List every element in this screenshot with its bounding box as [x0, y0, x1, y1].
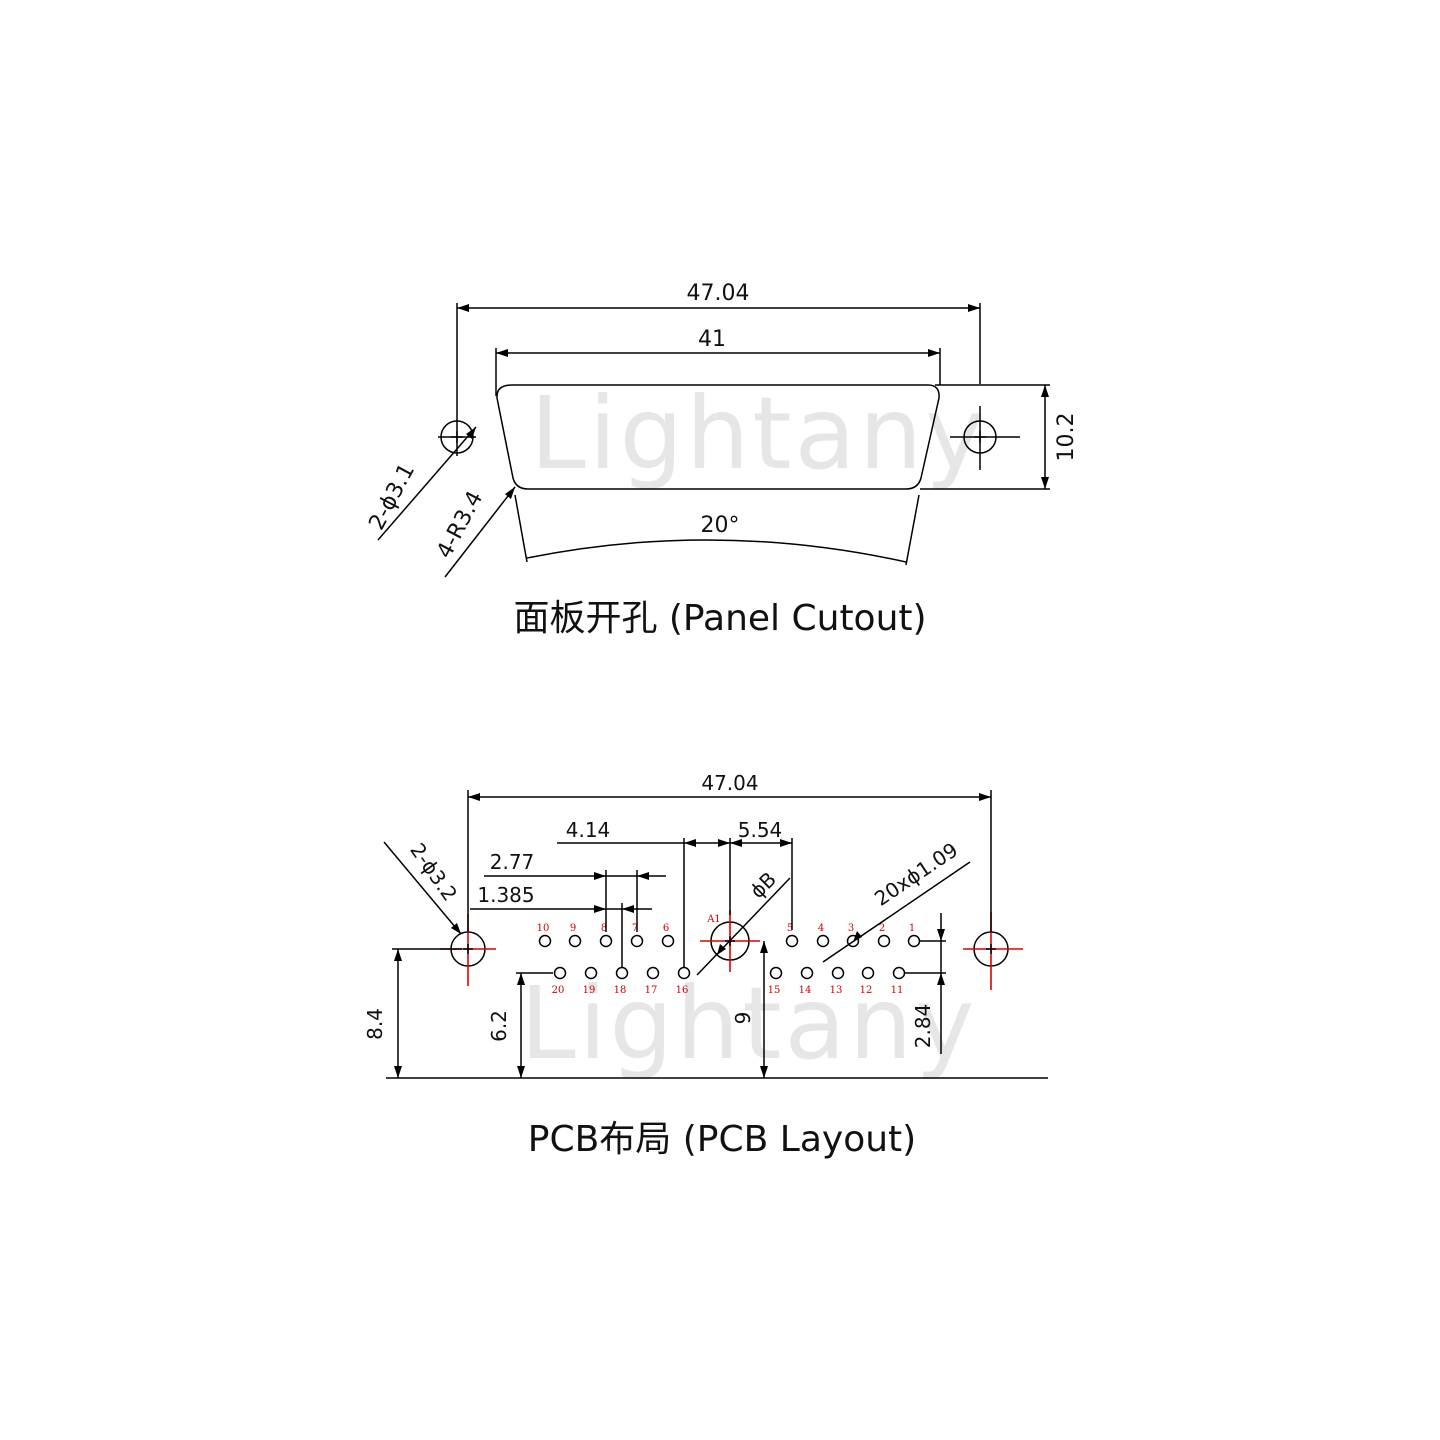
panel-overall-width-dim: 47.04 — [687, 281, 750, 306]
pin-hole-20 — [553, 966, 567, 980]
pin-hole-8 — [599, 934, 613, 948]
pin-hole-12 — [861, 966, 875, 980]
right-mounting-hole — [950, 406, 1020, 470]
pin-label-4: 4 — [818, 923, 824, 934]
pin-label-20: 20 — [552, 985, 565, 996]
pin-hole-10 — [538, 934, 552, 948]
pin-hole-5 — [785, 934, 799, 948]
pcb-dim-2-84: 2.84 — [911, 1004, 935, 1049]
d-sub-cutout-outline — [496, 384, 940, 490]
pin-hole-15 — [769, 966, 783, 980]
pin-label-8: 8 — [601, 923, 607, 934]
pcb-pins-note: 20xϕ1.09 — [870, 838, 962, 911]
panel-height-dim: 10.2 — [1054, 413, 1079, 462]
pin-hole-19 — [584, 966, 598, 980]
pin-label-13: 13 — [830, 985, 843, 996]
pcb-dim-9: 9 — [731, 1012, 755, 1025]
pin-label-10: 10 — [537, 923, 550, 934]
pcb-holes-note: 2-ϕ3.2 — [405, 838, 462, 905]
pin-label-1: 1 — [909, 923, 915, 934]
panel-holes-note: 2-ϕ3.1 — [364, 460, 420, 535]
pin-label-11: 11 — [891, 985, 904, 996]
pcb-dim-1-385: 1.385 — [477, 883, 534, 907]
bottom-pin-row: 20 19 18 17 16 15 14 13 12 11 — [552, 966, 906, 996]
top-pin-row: 10 9 8 7 6 5 4 3 2 1 — [537, 923, 921, 948]
pin-hole-9 — [568, 934, 582, 948]
panel-angle-dim: 20° — [701, 513, 740, 538]
pin-hole-4 — [816, 934, 830, 948]
pin-label-14: 14 — [799, 985, 812, 996]
pin-label-5: 5 — [787, 923, 793, 934]
panel-caption: 面板开孔 (Panel Cutout) — [513, 598, 926, 639]
pin-label-16: 16 — [676, 985, 689, 996]
pcb-overall-width-dim: 47.04 — [701, 771, 758, 795]
watermark-panel: Lightany — [530, 375, 987, 492]
pcb-caption: PCB布局 (PCB Layout) — [528, 1119, 916, 1160]
pcb-dim-4-14: 4.14 — [566, 818, 611, 842]
panel-radius-note: 4-R3.4 — [432, 487, 488, 563]
pin-label-a1: A1 — [706, 914, 721, 925]
pcb-dim-8-4: 8.4 — [363, 1008, 387, 1040]
pin-hole-1 — [907, 934, 921, 948]
pin-label-15: 15 — [768, 985, 781, 996]
pin-label-19: 19 — [583, 985, 596, 996]
pin-hole-7 — [630, 934, 644, 948]
pcb-dim-5-54: 5.54 — [738, 818, 783, 842]
panel-shell-width-dim: 41 — [698, 327, 726, 352]
pin-label-18: 18 — [614, 985, 627, 996]
pin-label-12: 12 — [860, 985, 873, 996]
pin-label-17: 17 — [645, 985, 658, 996]
watermark-pcb: Lightany — [520, 965, 977, 1082]
pin-label-2: 2 — [879, 923, 885, 934]
pin-hole-17 — [646, 966, 660, 980]
pcb-dim-phiB: ϕB — [745, 867, 781, 903]
pin-label-7: 7 — [632, 923, 638, 934]
pin-hole-6 — [661, 934, 675, 948]
pin-hole-2 — [877, 934, 891, 948]
pin-label-6: 6 — [663, 923, 669, 934]
pcb-dim-2-77: 2.77 — [490, 850, 535, 874]
pcb-dim-6-2: 6.2 — [487, 1010, 511, 1042]
pin-hole-14 — [800, 966, 814, 980]
pin-hole-13 — [831, 966, 845, 980]
pin-hole-3 — [846, 934, 860, 948]
pin-label-3: 3 — [848, 923, 854, 934]
pin-label-9: 9 — [570, 923, 576, 934]
